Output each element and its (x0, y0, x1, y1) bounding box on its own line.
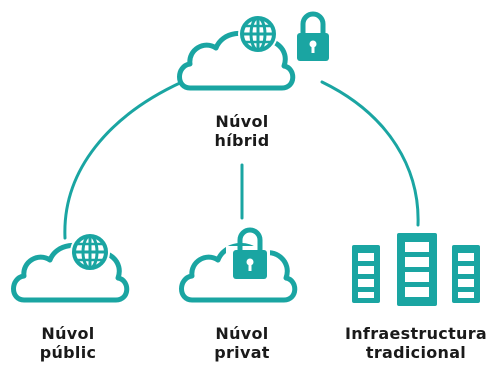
private-cloud-label-line1: Núvol (215, 324, 269, 343)
hybrid-cloud-label-line2: híbrid (214, 131, 270, 150)
public-cloud-label-line1: Núvol (41, 324, 95, 343)
connector-hybrid-traditional (320, 80, 420, 227)
lock-icon (297, 11, 329, 61)
globe-icon (238, 14, 278, 54)
lock-icon (226, 227, 270, 282)
hybrid-cloud-label-line1: Núvol (215, 112, 269, 131)
private-cloud-label: Núvol privat (182, 324, 302, 362)
globe-icon (70, 232, 110, 272)
private-cloud-group (179, 227, 298, 303)
hybrid-cloud-group (177, 11, 329, 91)
connector-hybrid-public (63, 80, 184, 240)
hybrid-cloud-label: Núvol híbrid (182, 112, 302, 150)
public-cloud-label: Núvol públic (8, 324, 128, 362)
traditional-infrastructure-label: Infraestructura tradicional (330, 324, 502, 362)
server-icon (397, 233, 437, 306)
traditional-infrastructure-group (352, 233, 480, 306)
public-cloud-label-line2: públic (39, 343, 97, 362)
traditional-infrastructure-label-line2: tradicional (365, 343, 467, 362)
server-icon (452, 245, 480, 303)
private-cloud-label-line2: privat (214, 343, 270, 362)
connectors (63, 80, 420, 240)
server-icon (352, 245, 380, 303)
public-cloud-group (11, 232, 130, 303)
traditional-infrastructure-label-line1: Infraestructura (344, 324, 487, 343)
